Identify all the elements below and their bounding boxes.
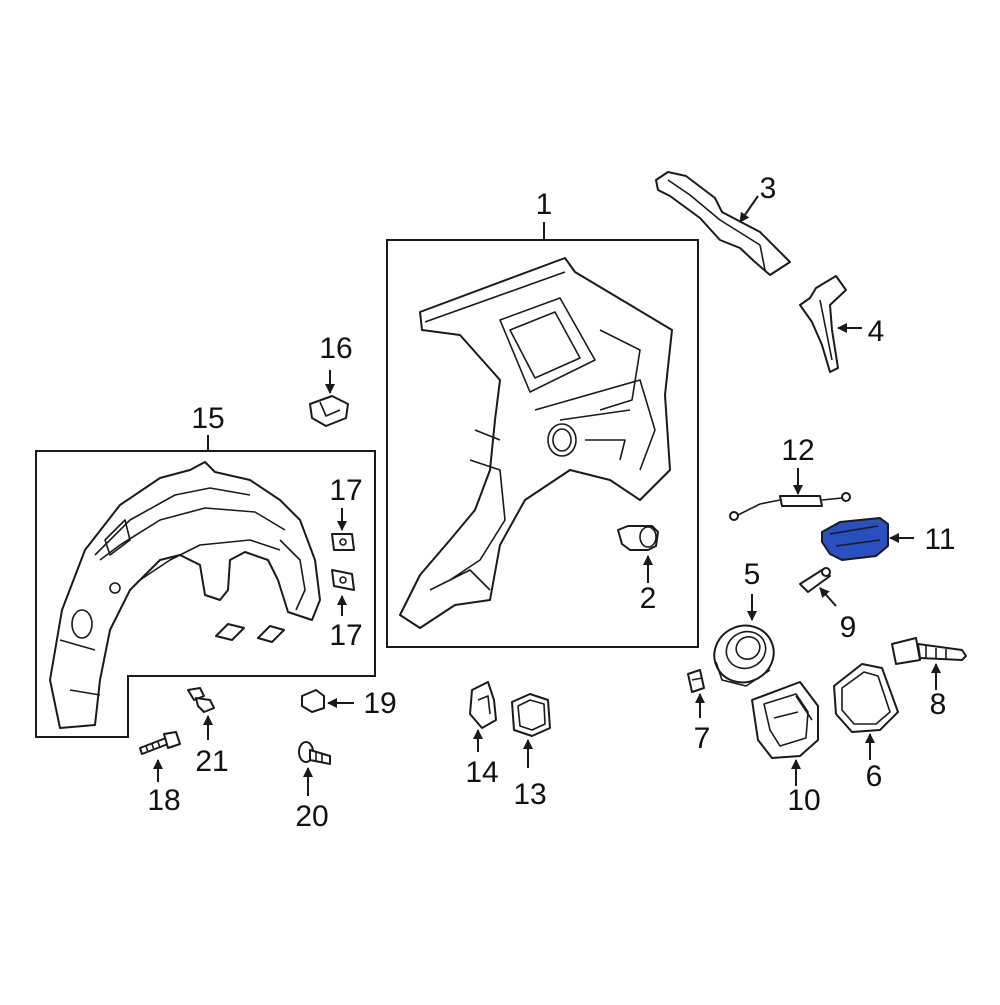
part-7-group: 7 [687,669,711,755]
callout-label-15: 15 [191,402,224,435]
callout-label-10: 10 [787,784,820,817]
clip-part-2[interactable] [617,525,659,551]
clip-part-15b[interactable] [257,625,285,643]
part-3-group: 3 [655,171,791,276]
part-18-group: 18 [139,731,181,817]
part-10-group: 10 [751,681,821,817]
fuel-door-housing[interactable] [821,517,889,561]
part-1-group: 1 [386,188,699,648]
callout-label-2: 2 [640,582,657,615]
callout-label-11: 11 [924,523,955,556]
callout-label-14: 14 [465,756,498,789]
actuator-part-9[interactable] [799,567,831,593]
callout-label-4: 4 [868,315,885,348]
part-6-group: 6 [833,663,899,793]
part-2-group: 2 [617,525,659,615]
part-8-group: 8 [891,637,967,721]
callout-label-16: 16 [319,332,352,365]
nut-part-16[interactable] [309,395,349,427]
part-16-group: 16 [309,332,353,427]
part-15-box [35,450,376,738]
leader-line-3 [739,195,759,223]
clip-part-15a[interactable] [215,623,245,641]
callout-label-8: 8 [930,688,947,721]
callout-label-21: 21 [195,745,228,778]
part-21-group: 21 [187,687,229,778]
part-12-group: 12 [729,434,851,521]
part-11-highlight [821,517,889,561]
callout-label-19: 19 [363,687,396,720]
callout-label-20: 20 [295,800,328,833]
bolt-part-18[interactable] [139,731,181,755]
callout-label-13: 13 [513,778,546,811]
callout-label-18: 18 [147,784,180,817]
part-11-group: 11 [821,517,956,561]
rail-part-3[interactable] [655,171,791,276]
release-cable[interactable] [729,492,851,521]
quarter-panel[interactable] [399,257,673,629]
part-14-group: 14 [465,681,499,789]
seal-part-13[interactable] [511,693,551,737]
bracket-part-4[interactable] [799,275,847,373]
part-1-box [386,239,699,648]
fuel-door[interactable] [833,663,899,733]
screw-part-21[interactable] [187,687,215,713]
callout-label-12: 12 [781,434,814,467]
part-4-group: 4 [799,275,885,373]
callout-label-5: 5 [744,558,761,591]
part-13-group: 13 [511,693,551,811]
callout-label-6: 6 [866,760,883,793]
part-5-group: 5 [705,558,783,692]
callout-label-7: 7 [694,722,711,755]
part-15-group: 15 17 [35,402,376,738]
part-19-group: 19 [301,687,397,720]
screw-part-20[interactable] [298,741,331,765]
leader-line-9 [819,587,837,607]
pushpin-part-8[interactable] [891,637,967,665]
bracket-part-14[interactable] [469,681,497,729]
callout-label-3: 3 [760,172,777,205]
part-20-group: 20 [295,741,331,833]
part-9-group: 9 [799,567,857,644]
clip-part-19[interactable] [301,689,325,713]
filler-housing[interactable] [705,616,783,692]
callout-label-17-lower: 17 [329,619,362,652]
fuel-door-base[interactable] [751,681,819,759]
callout-label-17-upper: 17 [329,474,362,507]
callout-label-9: 9 [840,611,857,644]
clip-part-17-lower[interactable] [331,569,355,591]
clip-part-17-upper[interactable] [331,533,355,551]
fender-liner[interactable] [49,461,321,729]
clip-part-7[interactable] [687,669,705,693]
callout-label-1: 1 [536,188,553,221]
